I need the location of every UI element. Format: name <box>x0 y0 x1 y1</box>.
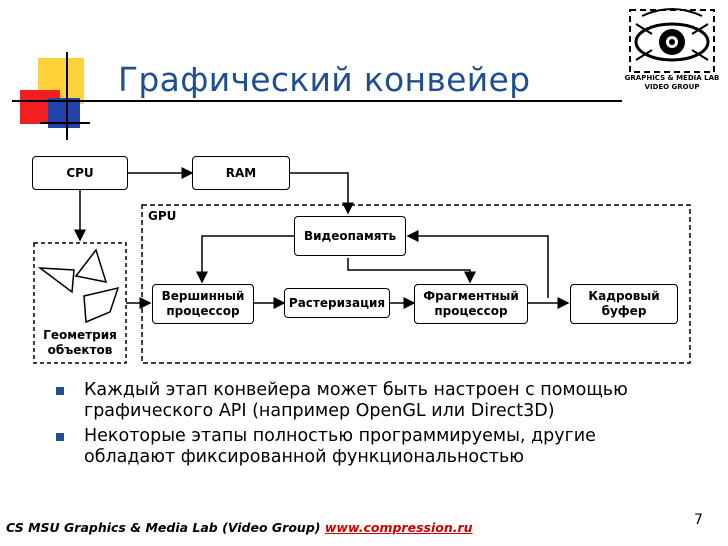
geometry-polygon-1 <box>37 267 75 294</box>
decor-line-horizontal <box>12 100 622 102</box>
arrow-videomemory-vertex <box>196 235 294 284</box>
footer-text: CS MSU Graphics & Media Lab (Video Group… <box>6 520 325 535</box>
logo-caption: GRAPHICS & MEDIA LAB VIDEO GROUP <box>620 74 724 92</box>
frame-buffer-line-1: Кадровый <box>588 289 660 303</box>
arrow-ram-videomemory <box>279 167 354 215</box>
eye-logo-icon <box>629 8 715 73</box>
geometry-polygon-2 <box>74 248 108 283</box>
vertex-processor-line-2: процессор <box>166 304 240 318</box>
bullet-item-1: Каждый этап конвейера может быть настрое… <box>56 380 656 422</box>
gpu-label: GPU <box>148 209 177 223</box>
rasterization-node: Растеризация <box>284 288 390 318</box>
vertex-processor-line-1: Вершинный <box>161 289 245 303</box>
arrow-framebuffer-videomemory <box>406 230 549 298</box>
geometry-label-line-2: объектов <box>47 343 113 357</box>
cpu-node: CPU <box>32 156 128 190</box>
bullet-text-1: Каждый этап конвейера может быть настрое… <box>84 380 628 421</box>
footer-link[interactable]: www.compression.ru <box>324 520 473 535</box>
geometry-label: Геометрия объектов <box>34 328 126 358</box>
decor-line-vertical <box>66 52 68 140</box>
page-title: Графический конвейер <box>118 60 531 99</box>
logo-line-1: GRAPHICS & MEDIA LAB <box>624 74 720 82</box>
arrow-videomemory-fragment <box>347 258 476 284</box>
decor-line-short <box>40 122 90 124</box>
vertex-processor-node: Вершинный процессор <box>152 284 254 324</box>
logo-line-2: VIDEO GROUP <box>644 83 700 91</box>
frame-buffer-line-2: буфер <box>601 304 647 318</box>
bullet-list: Каждый этап конвейера может быть настрое… <box>56 380 656 472</box>
geometry-region <box>33 242 127 364</box>
geometry-label-line-1: Геометрия <box>43 328 117 342</box>
bullet-text-2: Некоторые этапы полностью программируемы… <box>84 426 596 467</box>
geometry-polygon-3 <box>83 286 120 324</box>
footer: CS MSU Graphics & Media Lab (Video Group… <box>6 520 473 535</box>
bullet-item-2: Некоторые этапы полностью программируемы… <box>56 426 656 468</box>
ram-node: RAM <box>192 156 290 190</box>
gpu-region <box>141 204 691 364</box>
fragment-processor-node: Фрагментный процессор <box>414 284 528 324</box>
fragment-processor-line-2: процессор <box>434 304 508 318</box>
bullet-square-icon <box>56 387 64 395</box>
bullet-square-icon <box>56 433 64 441</box>
frame-buffer-node: Кадровый буфер <box>570 284 678 324</box>
video-memory-node: Видеопамять <box>294 216 406 256</box>
fragment-processor-line-1: Фрагментный <box>423 289 519 303</box>
page-number: 7 <box>694 512 703 528</box>
